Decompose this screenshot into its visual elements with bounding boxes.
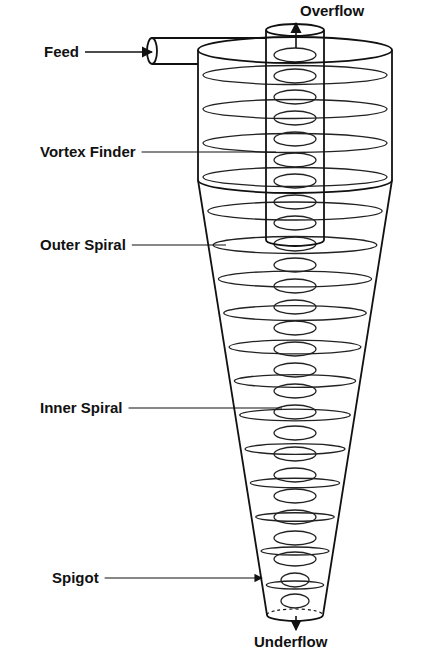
part-label: Overflow [300, 2, 364, 20]
leader-line [129, 407, 282, 408]
inner-spiral-loop [274, 510, 316, 524]
feed-arrow [85, 51, 152, 53]
leader-line [105, 577, 262, 578]
inner-spiral-loop [274, 90, 316, 104]
outer-spiral-loop [203, 66, 387, 85]
inner-spiral-loop [274, 384, 316, 398]
cylinder-wall [391, 50, 393, 180]
outer-spiral-loop [261, 547, 329, 555]
inner-spiral-loop [274, 153, 316, 167]
inner-spiral-loop [274, 69, 316, 83]
part-label: Spigot [52, 569, 99, 587]
outer-spiral-loop [245, 444, 345, 455]
inner-spiral-loop [274, 405, 316, 419]
cyclone-body [147, 24, 392, 621]
inner-spiral-loop [274, 48, 316, 62]
inner-spiral-loop [274, 489, 316, 503]
vortex-finder-wall [265, 30, 267, 240]
vortex-finder-top [266, 24, 324, 36]
inner-spiral-loop [274, 300, 316, 314]
feed-pipe [152, 63, 198, 65]
inner-spiral-loop [281, 594, 309, 608]
inner-spiral-loop [274, 363, 316, 377]
outer-spiral-loop [250, 478, 339, 488]
outer-spiral-loop [224, 306, 366, 321]
inner-spiral-loop [274, 195, 316, 209]
inner-spiral-loop [274, 258, 316, 272]
cone-wall [323, 180, 392, 615]
leader-line [132, 244, 226, 245]
inner-spiral-loop [274, 531, 316, 545]
cylinder-wall [197, 50, 199, 180]
outer-spiral-loop [203, 134, 387, 153]
spiral-strokes [203, 48, 387, 608]
vortex-finder-bottom [266, 240, 324, 246]
outer-spiral-loop [213, 237, 377, 254]
inner-spiral-loop [274, 174, 316, 188]
vortex-finder-wall [323, 30, 325, 240]
part-label: Underflow [254, 633, 327, 651]
inner-spiral-loop [274, 342, 316, 356]
spigot-rim [267, 615, 323, 621]
outer-spiral-loop [256, 513, 335, 521]
inner-spiral-loop [274, 279, 316, 293]
spigot-rim-back [267, 609, 323, 615]
cylinder-bottom [198, 180, 392, 193]
feed-pipe-end [147, 38, 157, 64]
inner-spiral-loop [274, 321, 316, 335]
leader-line [142, 151, 276, 152]
outer-spiral-loop [203, 100, 387, 119]
part-label: Outer Spiral [40, 236, 126, 254]
arrows [85, 23, 296, 630]
inner-spiral-loop [274, 216, 316, 230]
outer-spiral-loop [208, 202, 382, 220]
part-label: Feed [44, 43, 79, 61]
feed-pipe [152, 37, 267, 39]
part-label: Vortex Finder [40, 143, 136, 161]
outer-spiral-loop [203, 168, 387, 187]
inner-spiral-loop [274, 237, 316, 251]
underflow-arrow [295, 616, 297, 630]
inner-spiral-loop [274, 468, 316, 482]
outer-spiral-loop [266, 581, 323, 589]
inner-spiral-loop [274, 426, 316, 440]
inner-spiral-loop [274, 552, 316, 566]
cylinder-top [198, 37, 392, 63]
part-label: Inner Spiral [40, 399, 123, 417]
inner-spiral-loop [281, 573, 309, 587]
inner-spiral-loop [274, 111, 316, 125]
inner-spiral-loop [274, 132, 316, 146]
overflow-arrow [295, 23, 297, 48]
inner-spiral-loop [274, 447, 316, 461]
